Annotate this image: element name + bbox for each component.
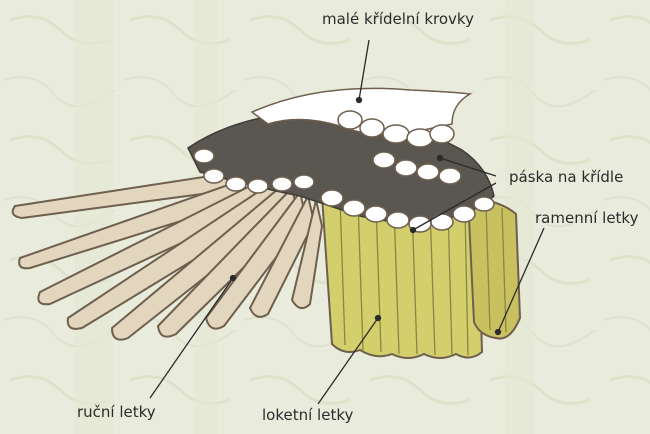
leader-dot-lesser-coverts bbox=[357, 98, 362, 103]
label-secondaries: loketní letky bbox=[262, 408, 353, 423]
leader-dot-tertials bbox=[496, 330, 501, 335]
label-wing-bar: páska na křídle bbox=[509, 170, 623, 185]
tertials bbox=[468, 198, 520, 339]
background-stripe bbox=[75, 0, 113, 434]
leader-dot-secondaries bbox=[376, 316, 381, 321]
leader-dot-primaries bbox=[231, 276, 236, 281]
label-tertials: ramenní letky bbox=[535, 211, 638, 226]
leader-dot-wing-bar-1 bbox=[438, 156, 443, 161]
leader-dot-wing-bar-2 bbox=[411, 228, 416, 233]
label-primaries: ruční letky bbox=[77, 405, 156, 420]
label-lesser-coverts: malé křídelní krovky bbox=[322, 12, 474, 27]
